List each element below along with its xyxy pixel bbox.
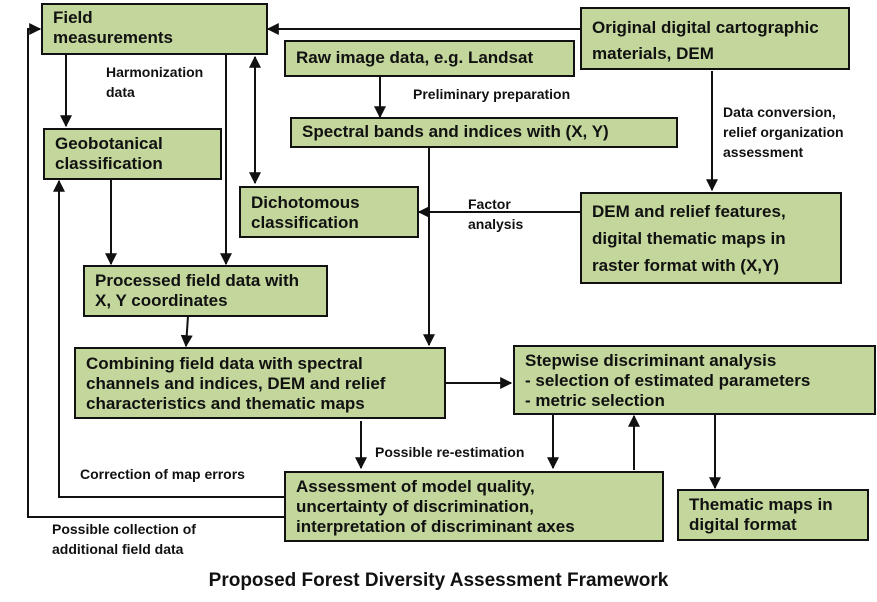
label-harmonization: Harmonization data (106, 64, 204, 100)
diagram-title: Proposed Forest Diversity Assessment Fra… (208, 570, 669, 591)
node-spectral-bands: Spectral bands and indices with (X, Y) (290, 117, 678, 148)
node-dichotomous: Dichotomous classification (239, 186, 419, 238)
label-additional-field: Possible collection of additional field … (52, 521, 196, 557)
label-correction: Correction of map errors (80, 466, 245, 482)
label-preliminary: Preliminary preparation (413, 86, 571, 102)
node-assessment: Assessment of model quality, uncertainty… (284, 471, 664, 542)
label-data-conversion: Data conversion, relief organization ass… (723, 104, 844, 160)
label-factor-analysis: Factor analysis (468, 196, 524, 232)
label-re-estimation: Possible re-estimation (375, 444, 525, 460)
node-thematic-maps: Thematic maps in digital format (677, 489, 869, 541)
node-combining: Combining field data with spectral chann… (74, 347, 446, 419)
arrow-processed-to-combining (180, 315, 193, 348)
node-processed-field: Processed field data with X, Y coordinat… (83, 265, 328, 317)
node-original-cartographic: Original digital cartographic materials,… (580, 7, 850, 70)
node-geobotanical: Geobotanical classification (43, 128, 222, 180)
node-stepwise: Stepwise discriminant analysis - selecti… (513, 345, 876, 415)
node-dem-relief: DEM and relief features, digital themati… (580, 192, 842, 284)
arrow-assessment-to-geobotanical (53, 179, 284, 498)
arrow-assessment-to-field (27, 23, 284, 518)
node-field-measurements: Field measurements (41, 3, 268, 55)
node-raw-image: Raw image data, e.g. Landsat (284, 40, 575, 77)
